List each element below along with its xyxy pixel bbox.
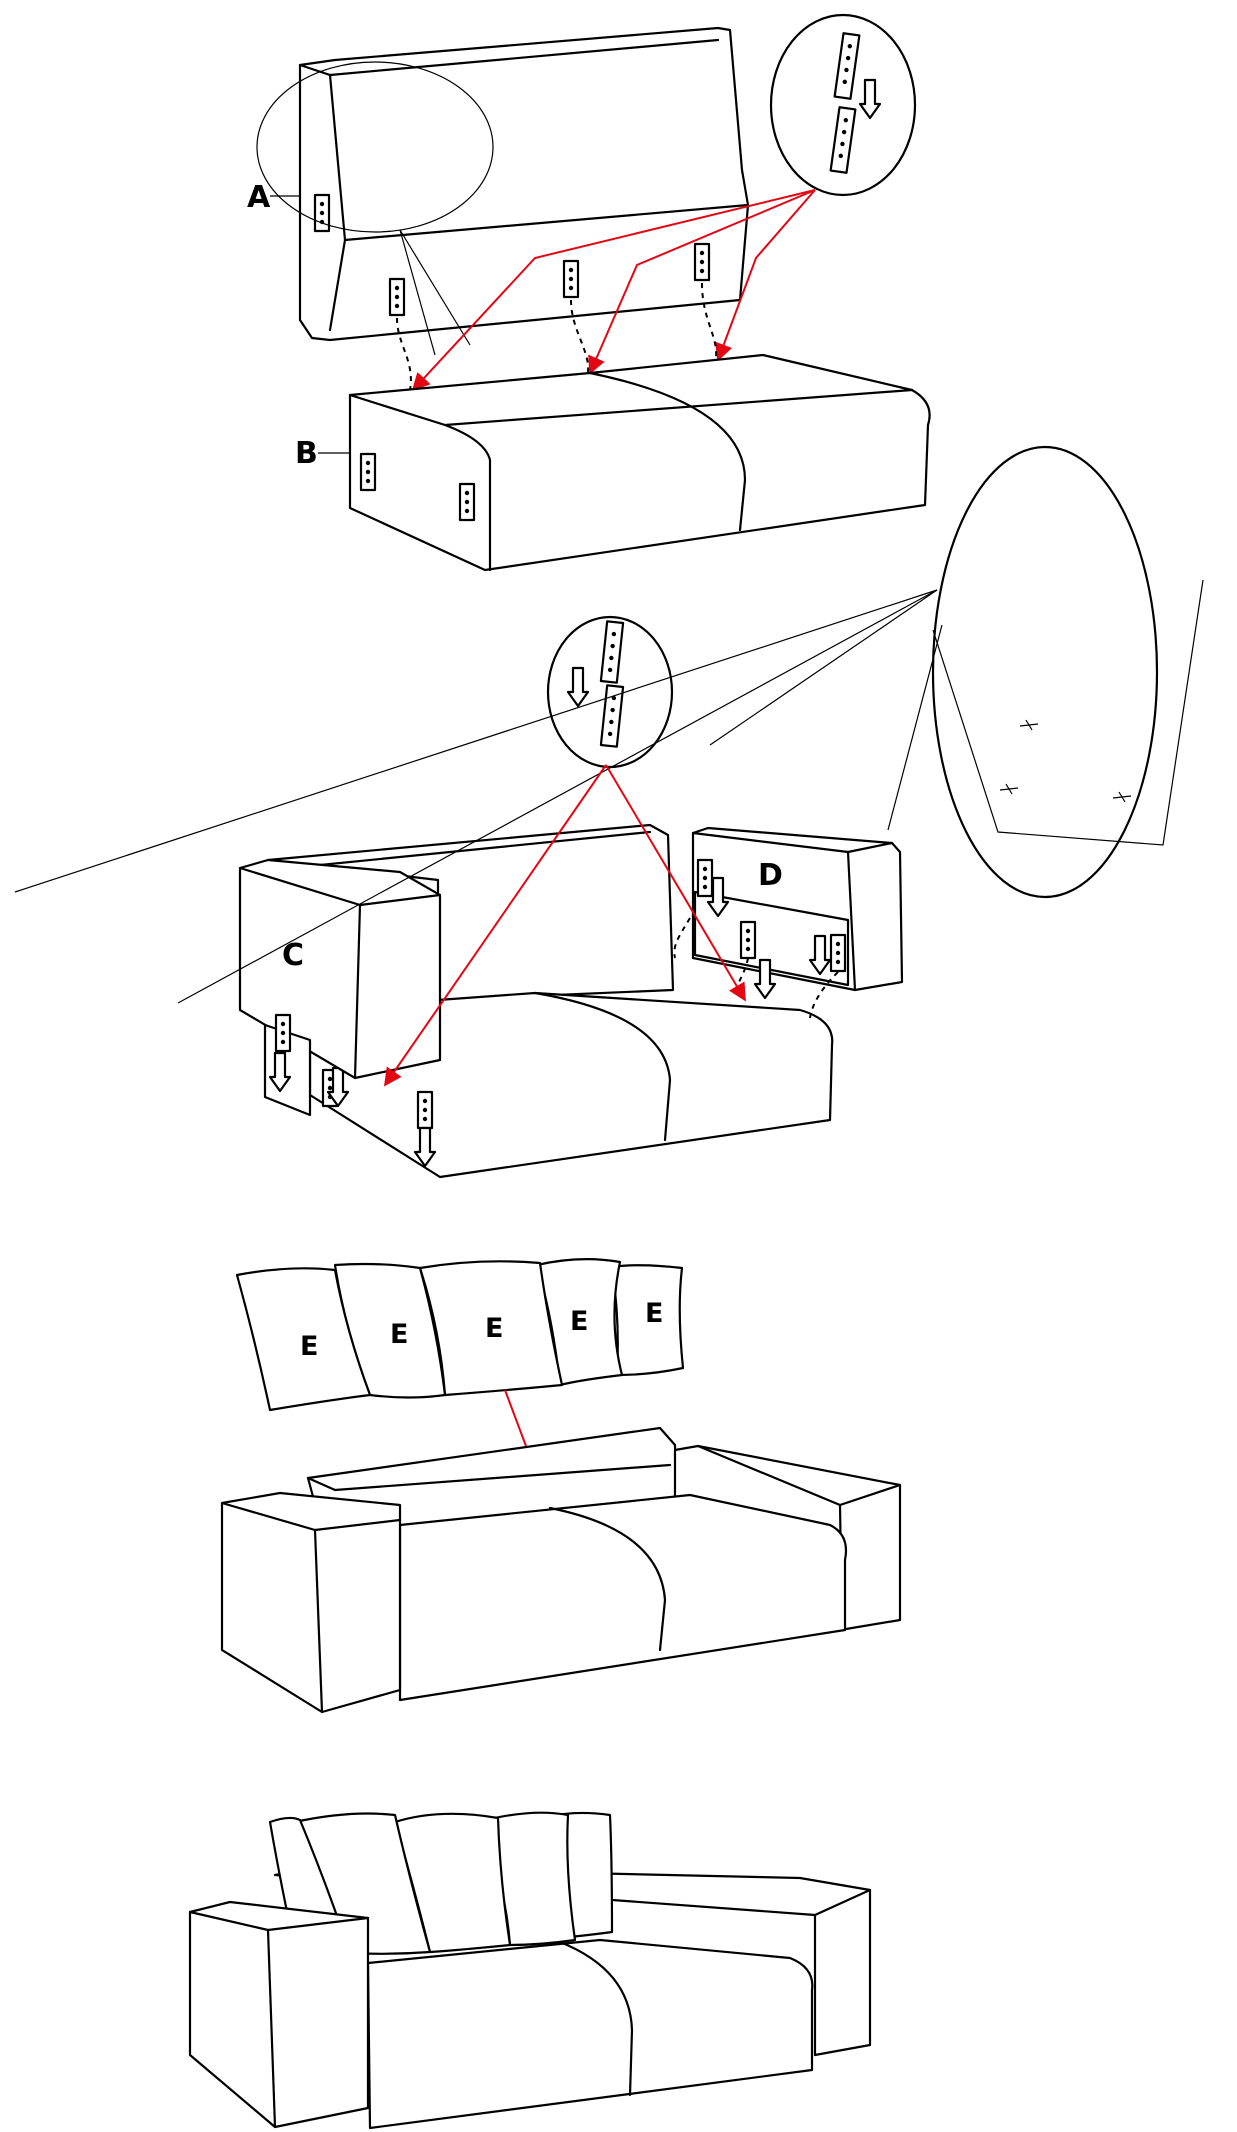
detail-callout-large [14,445,1204,1004]
label-e-3: E [485,1313,503,1344]
step-1: A [247,13,931,572]
step-4 [188,1811,872,2130]
bracket-icon [416,1090,434,1130]
guide-arrows-step1 [411,189,816,392]
down-arrow-icon [566,666,590,708]
guide-arrow [383,764,607,1087]
magnifier-callout-icon [931,445,1159,899]
label-e-5: E [645,1298,663,1329]
guide-arrow [605,764,746,1002]
bracket-detail-callout [769,13,917,197]
step-3: E E E E E [220,1258,902,1714]
magnifier-callout-icon [256,61,494,233]
bracket-icon [693,242,711,282]
bracket-icon [388,277,406,317]
label-d: D [758,858,783,893]
seat-b [348,353,931,572]
bracket-icon [562,259,580,299]
bracket-icon [696,858,714,898]
sofa-step3 [220,1426,902,1714]
label-c: C [282,938,304,973]
magnifier-callout-icon [546,615,674,769]
bracket-icon [739,920,757,960]
armrest-c: C [238,858,442,1117]
armrest-d: D [691,826,904,1000]
bracket-icon [458,482,476,522]
backrest-a [298,26,750,342]
down-arrow-icon [858,78,882,120]
label-e-2: E [390,1319,408,1350]
label-e-1: E [300,1331,318,1362]
label-a: A [247,180,271,215]
bracket-icon [359,452,377,492]
bracket-detail-callout-2 [546,615,674,769]
step-2: C D [14,445,1204,1179]
bracket-icon [829,933,847,973]
label-b: B [295,436,318,471]
bracket-icon [313,193,331,233]
magnifier-callout-icon [769,13,917,197]
sofa-assembled [188,1811,872,2130]
label-e-4: E [570,1306,588,1337]
cushions-e: E E E E E [235,1258,685,1412]
bracket-icon [274,1013,292,1053]
